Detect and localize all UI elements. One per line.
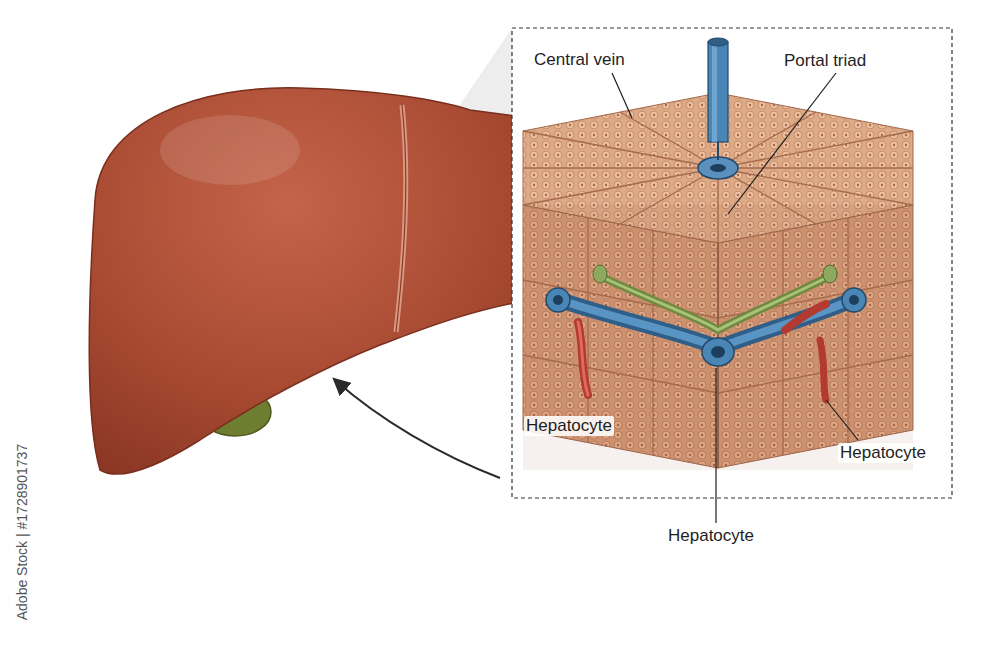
leader-lines (612, 73, 858, 523)
callout-label: Portal triad (782, 51, 868, 71)
falciform-ligament (396, 105, 406, 332)
liver-lobule (523, 93, 913, 470)
liver-highlight (160, 115, 300, 185)
callout-label: Central vein (532, 50, 627, 70)
liver (89, 88, 530, 474)
central-vein (698, 38, 738, 179)
inset-frame (512, 28, 952, 498)
callout-label: Hepatocyte (524, 416, 614, 436)
watermark: Adobe Stock | #1728901737 (14, 442, 30, 622)
pointer-arrow (335, 380, 500, 478)
portal-vessels (546, 265, 866, 400)
callout-label: Hepatocyte (838, 443, 928, 463)
callout-label: Hepatocyte (666, 526, 756, 546)
falciform-edge (396, 105, 406, 332)
